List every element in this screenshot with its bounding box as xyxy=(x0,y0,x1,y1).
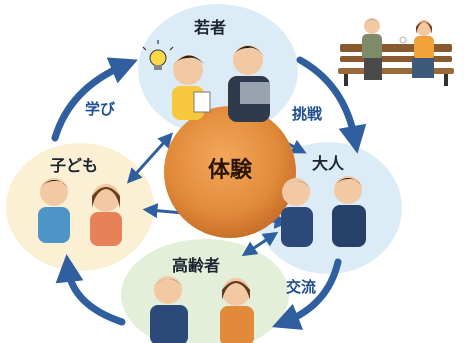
adults-label: 大人 xyxy=(312,154,345,173)
arrow-seniors-to-children xyxy=(55,254,126,326)
bench-couple-illustration xyxy=(338,18,454,86)
seniors-label: 高齢者 xyxy=(172,256,221,275)
center-orb xyxy=(164,106,296,238)
edge-label-children-to-youth: 学び xyxy=(85,100,116,118)
inner-arrow-children-youth xyxy=(126,132,174,184)
center-label: 体験 xyxy=(207,158,252,183)
arrow-youth-to-adults xyxy=(296,56,367,154)
adults-figures xyxy=(281,176,366,247)
inner-arrow-adults-seniors xyxy=(241,231,279,257)
youth-figures xyxy=(142,40,270,122)
children-figures xyxy=(38,178,122,246)
children-label: 子ども xyxy=(50,156,99,175)
seniors-figures xyxy=(150,276,254,343)
edge-label-adults-to-seniors: 交流 xyxy=(286,278,317,296)
youth-label: 若者 xyxy=(194,18,227,37)
arrow-adults-to-seniors xyxy=(271,258,342,330)
edge-label-youth-to-adults: 挑戦 xyxy=(292,105,323,123)
lightbulb-icon xyxy=(142,40,174,70)
arrow-children-to-youth xyxy=(51,57,138,142)
